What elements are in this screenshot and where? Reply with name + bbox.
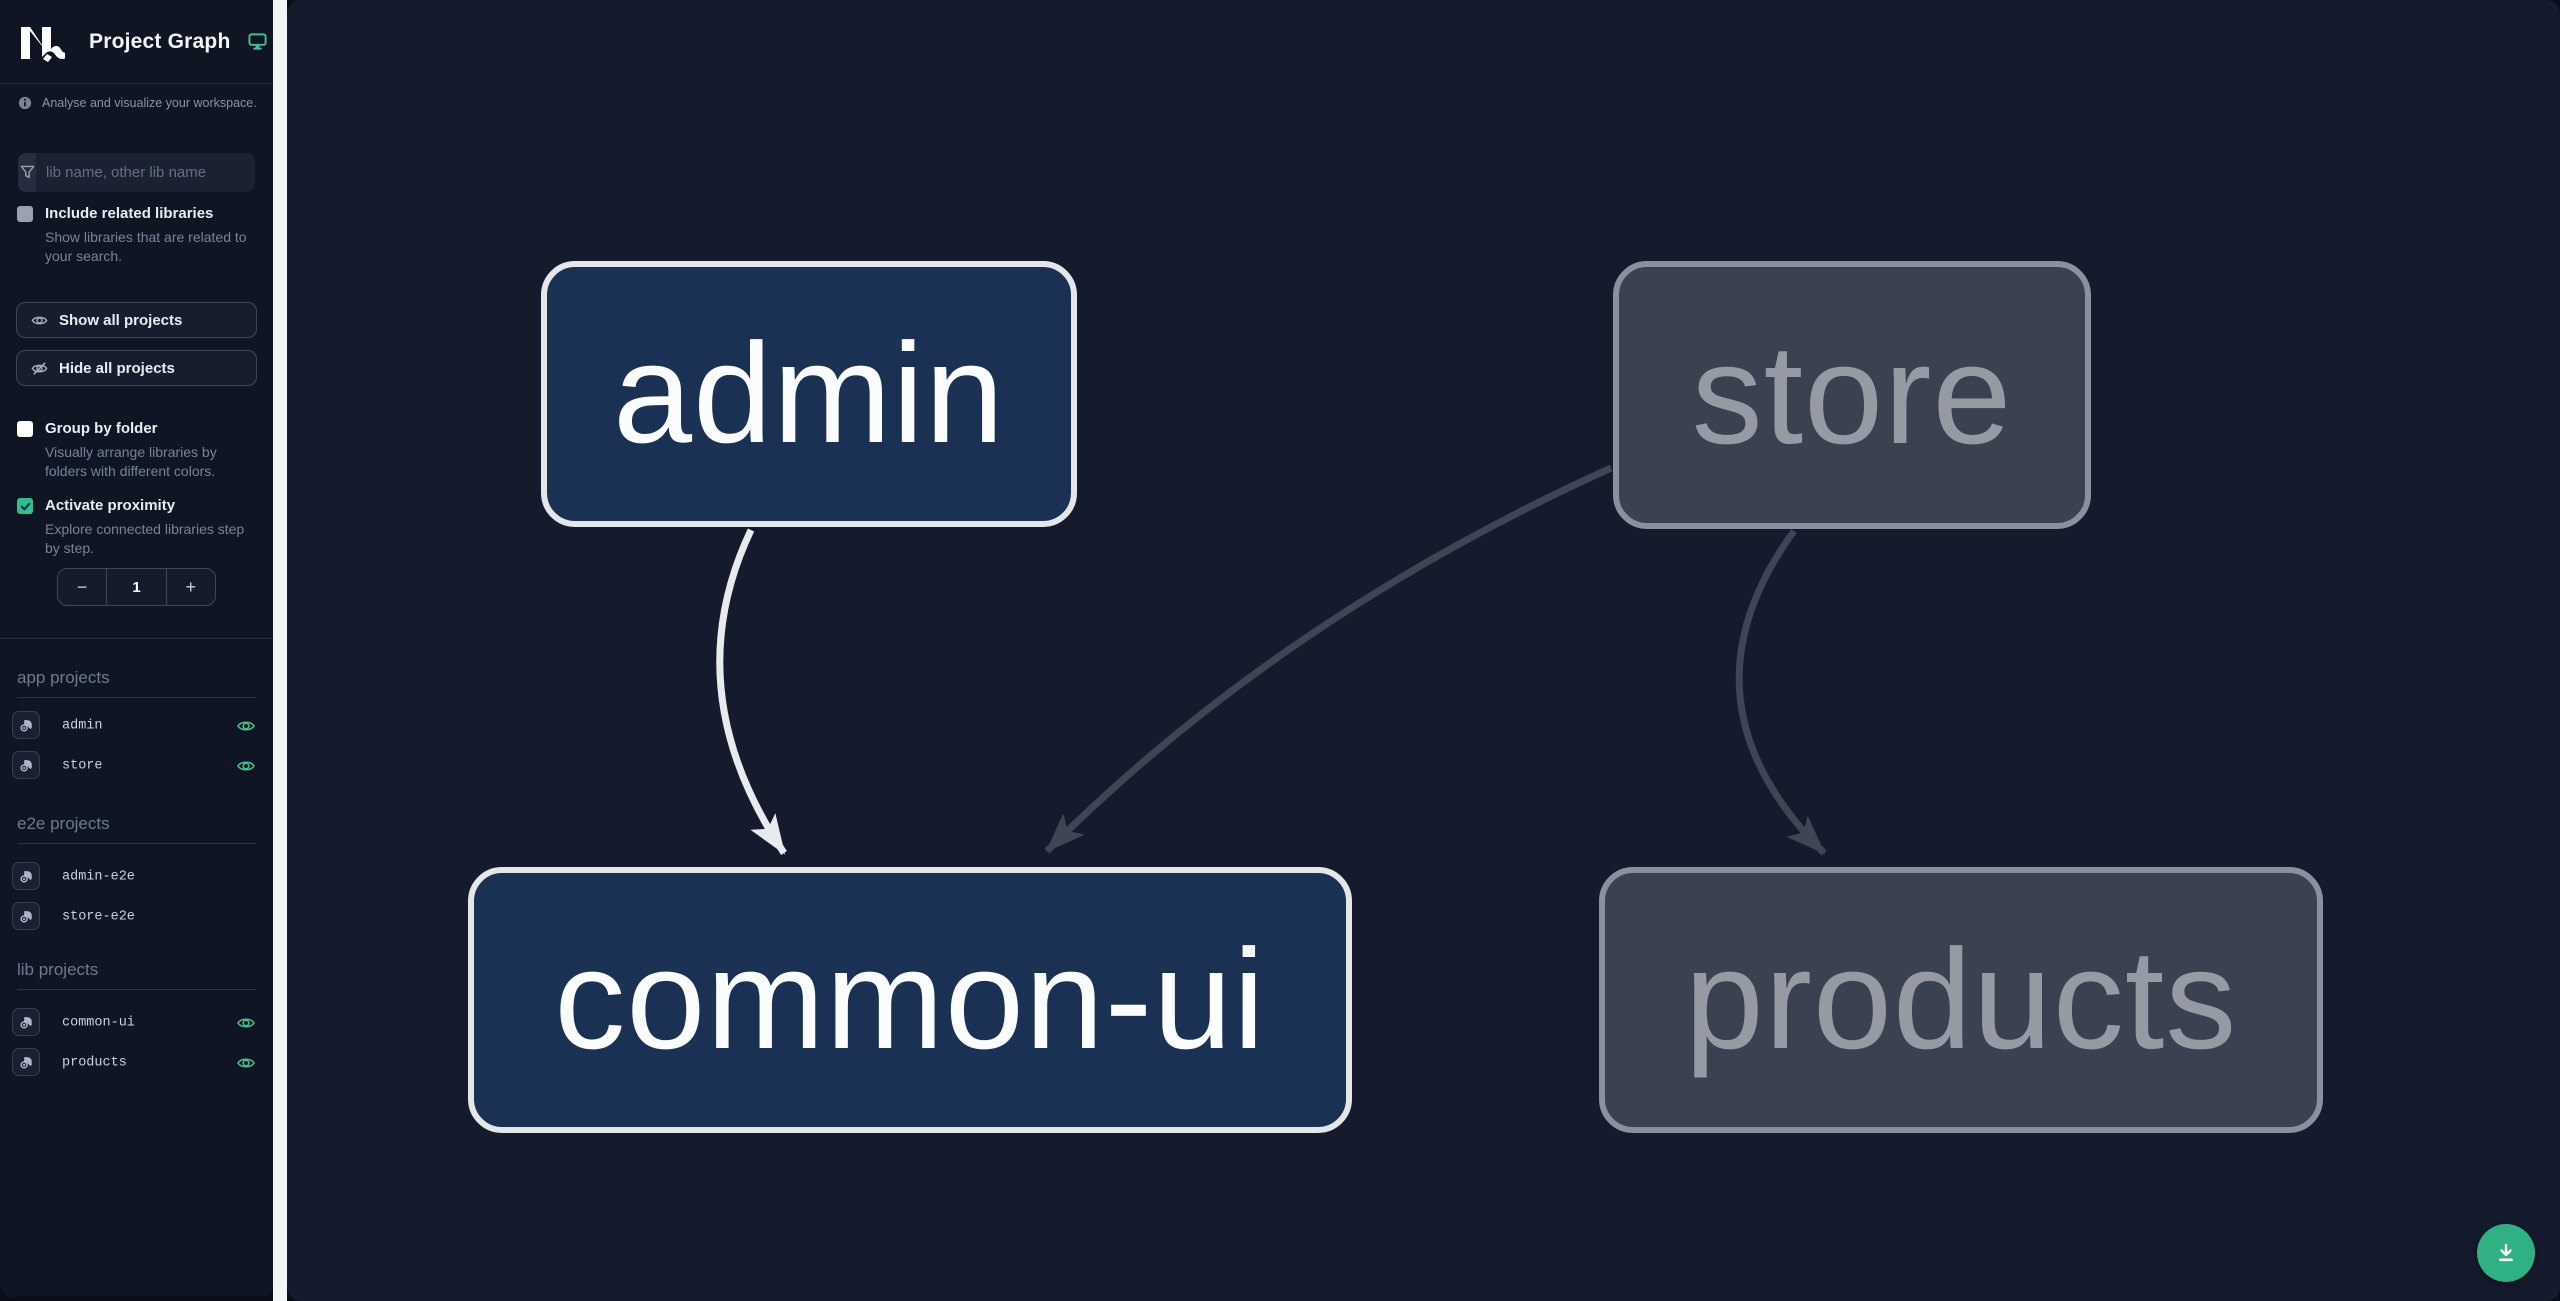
sidebar-divider <box>0 638 273 639</box>
proximity-decrement-button[interactable]: − <box>58 569 108 605</box>
project-row-products: products <box>0 1043 273 1083</box>
focus-icon <box>19 910 32 923</box>
project-name: common-ui <box>62 1015 135 1031</box>
group-by-folder-label: Group by folder <box>45 420 158 437</box>
project-row-admin: admin <box>0 706 273 746</box>
filter-funnel-icon <box>18 153 36 192</box>
nx-logo-icon <box>21 26 65 62</box>
project-row-store-e2e: store-e2e <box>0 897 273 937</box>
include-related-checkbox[interactable] <box>17 206 33 222</box>
group-by-folder-option: Group by folder Visually arrange librari… <box>17 420 257 481</box>
project-name: store <box>62 758 103 774</box>
search-input[interactable] <box>36 153 255 192</box>
tagline-text: Analyse and visualize your workspace. <box>42 96 257 110</box>
info-icon <box>18 96 32 110</box>
activate-proximity-label: Activate proximity <box>45 497 176 514</box>
project-row-store: store <box>0 746 273 786</box>
graph-node-common-ui[interactable]: common-ui <box>468 867 1352 1133</box>
hide-all-label: Hide all projects <box>59 359 175 377</box>
hide-all-projects-button[interactable]: Hide all projects <box>16 350 257 386</box>
download-icon <box>2499 1243 2513 1262</box>
sidebar-header: Project Graph <box>0 0 273 84</box>
eye-off-icon <box>31 361 48 375</box>
activate-proximity-description: Explore connected libraries step by step… <box>45 521 245 556</box>
focus-project-button[interactable] <box>12 1008 40 1036</box>
proximity-increment-button[interactable]: + <box>165 569 215 605</box>
edge-admin-to-common-ui <box>716 528 787 855</box>
toggle-visibility-eye-icon[interactable] <box>236 756 256 776</box>
graph-canvas[interactable]: admin store common-ui products <box>287 0 2560 1301</box>
project-name: admin <box>62 718 103 734</box>
toggle-visibility-eye-icon[interactable] <box>236 716 256 736</box>
focus-icon <box>19 1056 32 1069</box>
project-name: admin-e2e <box>62 869 135 885</box>
focus-icon <box>19 759 32 772</box>
download-graph-button[interactable] <box>2477 1224 2535 1282</box>
toggle-visibility-eye-icon[interactable] <box>236 1013 256 1033</box>
proximity-value: 1 <box>132 578 141 596</box>
focus-project-button[interactable] <box>12 1048 40 1076</box>
project-name: products <box>62 1055 127 1071</box>
group-by-folder-description: Visually arrange libraries by folders wi… <box>45 444 217 479</box>
monitor-icon <box>248 33 267 50</box>
focus-icon <box>19 1016 32 1029</box>
section-header-lib-projects: lib projects <box>17 960 256 990</box>
focus-project-button[interactable] <box>12 902 40 930</box>
sidebar: Project Graph Analyse and visualize your… <box>0 0 273 1297</box>
edge-store-to-products <box>1735 528 1827 856</box>
project-row-admin-e2e: admin-e2e <box>0 857 273 897</box>
graph-node-store[interactable]: store <box>1613 261 2091 529</box>
proximity-stepper: − 1 + <box>57 568 216 606</box>
page-title: Project Graph <box>89 29 231 53</box>
focus-icon <box>19 870 32 883</box>
edge-store-to-common-ui <box>1044 464 1613 854</box>
show-all-projects-button[interactable]: Show all projects <box>16 302 257 338</box>
focus-project-button[interactable] <box>12 751 40 779</box>
include-related-label: Include related libraries <box>45 205 214 222</box>
sidebar-resizer-handle[interactable] <box>273 0 287 1301</box>
graph-node-products[interactable]: products <box>1599 867 2323 1133</box>
focus-project-button[interactable] <box>12 862 40 890</box>
project-name: store-e2e <box>62 909 135 925</box>
include-related-description: Show libraries that are related to your … <box>45 229 247 264</box>
toggle-visibility-eye-icon[interactable] <box>236 1053 256 1073</box>
include-related-option: Include related libraries Show libraries… <box>17 205 257 266</box>
eye-icon <box>31 316 48 324</box>
section-header-e2e-projects: e2e projects <box>17 814 256 844</box>
group-by-folder-checkbox[interactable] <box>17 421 33 437</box>
activate-proximity-checkbox[interactable] <box>17 498 33 514</box>
search-box <box>18 153 255 192</box>
graph-node-admin[interactable]: admin <box>541 261 1077 527</box>
focus-icon <box>19 719 32 732</box>
workspace-tagline: Analyse and visualize your workspace. <box>18 96 257 110</box>
section-header-app-projects: app projects <box>17 668 256 698</box>
show-all-label: Show all projects <box>59 311 183 329</box>
check-icon <box>20 502 30 510</box>
activate-proximity-option: Activate proximity Explore connected lib… <box>17 497 257 558</box>
focus-project-button[interactable] <box>12 711 40 739</box>
graph-edges <box>716 464 1827 856</box>
project-row-common-ui: common-ui <box>0 1003 273 1043</box>
